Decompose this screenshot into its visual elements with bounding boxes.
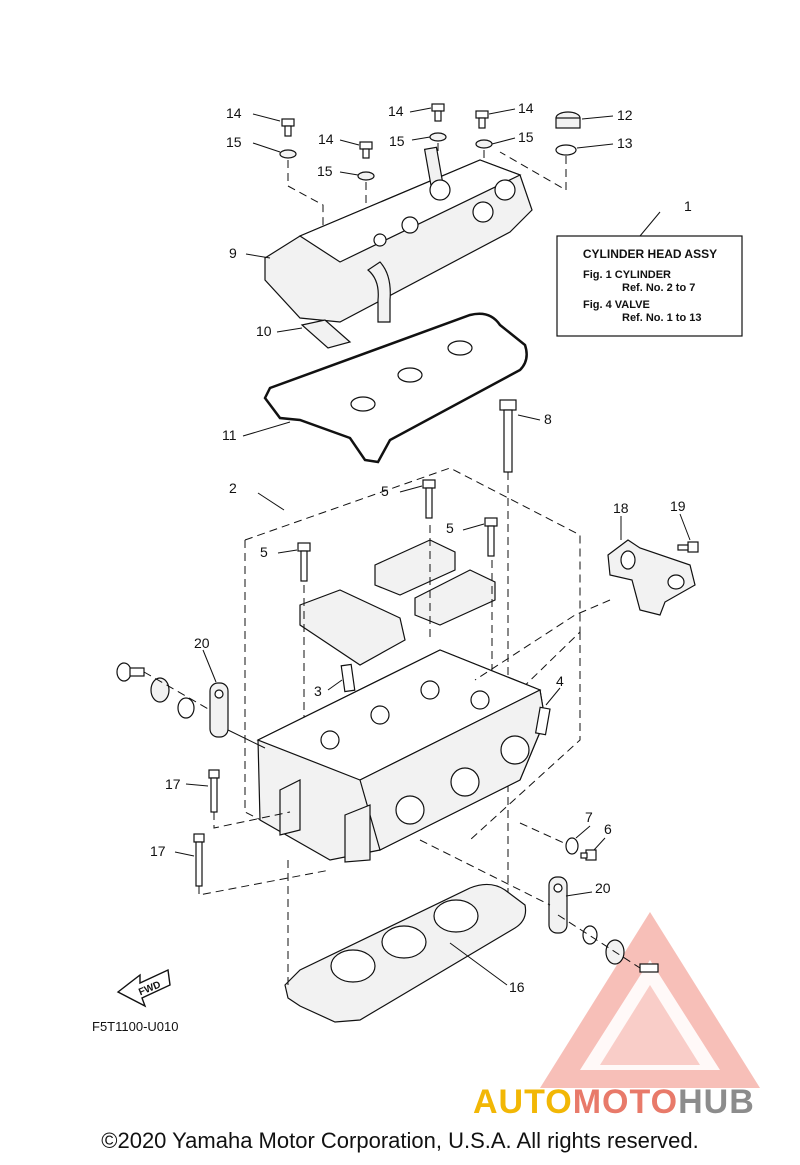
callout-2: 2	[229, 480, 237, 496]
callout-15: 15	[317, 163, 333, 179]
dowel-3	[327, 663, 356, 693]
callout-9: 9	[229, 245, 237, 261]
callout-19: 19	[670, 498, 686, 514]
callout-14: 14	[318, 131, 334, 147]
callout-18: 18	[613, 500, 629, 516]
info-box-fig4-ref: Ref. No. 1 to 13	[622, 312, 701, 324]
callout-10: 10	[256, 323, 272, 339]
callout-13: 13	[617, 135, 633, 151]
bolts-5	[277, 479, 498, 582]
callout-labels: 14 14 14 14 15 15 15 15 12 13 9 10 11 8 …	[150, 100, 686, 995]
valve-cover-hardware	[252, 103, 614, 265]
callout-17: 17	[150, 843, 166, 859]
callout-4: 4	[556, 673, 564, 689]
callout-14: 14	[226, 105, 242, 121]
info-box-title: CYLINDER HEAD ASSY	[583, 247, 717, 261]
callout-5: 5	[260, 544, 268, 560]
washer-7	[519, 822, 591, 855]
callout-6: 6	[604, 821, 612, 837]
copyright-notice: ©2020 Yamaha Motor Corporation, U.S.A. A…	[101, 1128, 699, 1153]
callout-15: 15	[518, 129, 534, 145]
bracket-20-right	[419, 839, 659, 973]
bolt-19	[677, 513, 699, 553]
bracket-18	[474, 516, 696, 681]
callout-14: 14	[518, 100, 534, 116]
valve-cover	[245, 146, 533, 323]
camshaft-caps	[299, 525, 496, 730]
bolt-8	[499, 399, 541, 910]
watermark-text: AUTOMOTOHUB	[473, 1083, 755, 1121]
callout-16: 16	[509, 979, 525, 995]
callout-8: 8	[544, 411, 552, 427]
info-box-fig1-ref: Ref. No. 2 to 7	[622, 282, 695, 294]
watermark-logo	[540, 912, 760, 1088]
bracket-10	[276, 319, 352, 349]
callout-5: 5	[446, 520, 454, 536]
info-box: 1 CYLINDER HEAD ASSY Fig. 1 CYLINDER Ref…	[556, 198, 743, 337]
callout-20: 20	[194, 635, 210, 651]
callout-17: 17	[165, 776, 181, 792]
callout-15: 15	[226, 134, 242, 150]
callout-12: 12	[617, 107, 633, 123]
bracket-20-left	[116, 649, 266, 749]
fwd-arrow: FWD	[116, 968, 171, 1008]
info-box-fig4: Fig. 4 VALVE	[583, 299, 650, 311]
cylinder-head	[256, 649, 546, 863]
callout-5: 5	[381, 483, 389, 499]
head-gasket	[284, 860, 527, 1023]
callout-14: 14	[388, 103, 404, 119]
info-box-fig1: Fig. 1 CYLINDER	[583, 269, 671, 281]
bolt-6	[580, 837, 606, 861]
callout-15: 15	[389, 133, 405, 149]
callout-1: 1	[684, 198, 692, 214]
stud-4	[534, 687, 561, 736]
callout-7: 7	[585, 809, 593, 825]
callout-3: 3	[314, 683, 322, 699]
bolts-17	[174, 769, 331, 896]
diagram-code: F5T1100-U010	[92, 1019, 178, 1034]
cover-gasket	[242, 312, 528, 464]
callout-20: 20	[595, 880, 611, 896]
callout-11: 11	[222, 427, 237, 443]
